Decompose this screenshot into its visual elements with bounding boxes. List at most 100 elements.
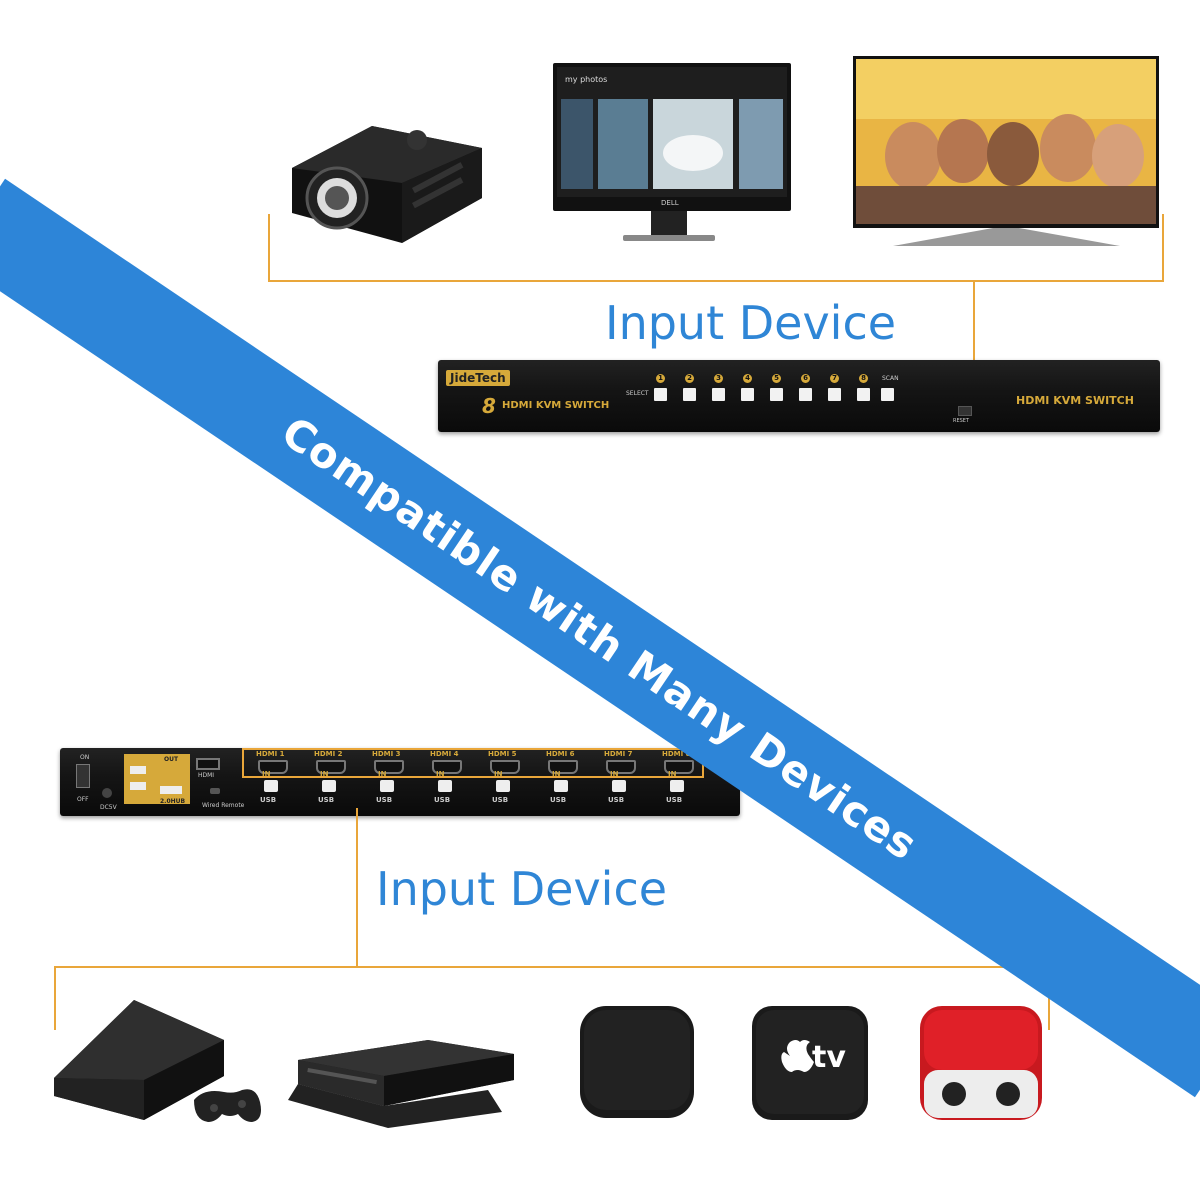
usb-label-1: USB (260, 796, 277, 804)
dc-port[interactable] (102, 788, 112, 798)
usb-port-1[interactable] (264, 780, 278, 792)
hdmi-label-6: HDMI 6 (546, 750, 575, 758)
port-number-3: 3 (714, 374, 723, 383)
apple-tv-logo-text: tv (812, 1040, 846, 1075)
hdmi-label-2: HDMI 2 (314, 750, 343, 758)
wired-remote-label: Wired Remote (202, 802, 245, 809)
output-hdmi-port[interactable] (196, 758, 220, 770)
usb-label-8: USB (666, 796, 683, 804)
top-input-device-label: Input Device (605, 296, 897, 350)
port-cell-7: HDMI 7 IN USB (592, 750, 648, 805)
usb-port-7[interactable] (612, 780, 626, 792)
port-cell-1: HDMI 1 IN USB (244, 750, 300, 805)
set-top-box-image (288, 1040, 516, 1130)
media-box-image (578, 1004, 696, 1122)
in-label-5: IN (494, 770, 503, 778)
wired-remote-port[interactable] (210, 788, 220, 794)
port-number-4: 4 (743, 374, 752, 383)
hdmi-port-1[interactable] (258, 760, 288, 774)
port-button-2[interactable] (683, 388, 696, 401)
in-label-6: IN (552, 770, 561, 778)
port-button-7[interactable] (828, 388, 841, 401)
port-button-8[interactable] (857, 388, 870, 401)
output-hdmi-label: HDMI (198, 772, 215, 779)
reset-label: RESET (953, 418, 970, 424)
usb-hub-port-3[interactable] (160, 786, 182, 794)
apple-tv-image: tv (750, 1004, 870, 1122)
power-off-label: OFF (77, 796, 89, 803)
out-label: OUT (164, 756, 179, 763)
usb-port-8[interactable] (670, 780, 684, 792)
port-button-1[interactable] (654, 388, 667, 401)
hdmi-port-8[interactable] (664, 760, 694, 774)
port-cell-3: HDMI 3 IN USB (360, 750, 416, 805)
hdmi-label-5: HDMI 5 (488, 750, 517, 758)
monitor-brand: DELL (661, 199, 679, 207)
usb-port-2[interactable] (322, 780, 336, 792)
kvm-front-panel: JideTech 8 HDMI KVM SWITCH SELECT 1 2 3 … (438, 360, 1160, 432)
kvm-back-panel: ON OFF DC5V OUT 2.0HUB HDMI Wired Remote… (60, 748, 740, 816)
usb-label-7: USB (608, 796, 625, 804)
in-label-2: IN (320, 770, 329, 778)
scan-label: SCAN (882, 375, 899, 382)
port-button-4[interactable] (741, 388, 754, 401)
hdmi-port-4[interactable] (432, 760, 462, 774)
dc-label: DC5V (100, 804, 117, 811)
power-switch[interactable] (76, 764, 90, 788)
bottom-input-device-label: Input Device (376, 862, 668, 916)
hdmi-label-8: HDMI 8 (662, 750, 691, 758)
port-cell-6: HDMI 6 IN USB (534, 750, 590, 805)
hdmi-port-3[interactable] (374, 760, 404, 774)
port-cell-2: HDMI 2 IN USB (302, 750, 358, 805)
usb-hub-port-2[interactable] (130, 782, 146, 790)
monitor-screen-title: my photos (565, 75, 608, 84)
port-button-3[interactable] (712, 388, 725, 401)
monitor-image: my photos DELL (553, 63, 793, 243)
usb-label-3: USB (376, 796, 393, 804)
hub-label: 2.0HUB (160, 798, 186, 805)
port-number-8: 8 (859, 374, 868, 383)
kvm-title-right: HDMI KVM SWITCH (1016, 394, 1134, 407)
kvm-model-number: 8 (482, 394, 496, 418)
hdmi-port-6[interactable] (548, 760, 578, 774)
scan-button[interactable] (881, 388, 894, 401)
kvm-select-label: SELECT (626, 390, 649, 397)
top-connector-line (973, 280, 975, 360)
usb-port-4[interactable] (438, 780, 452, 792)
hdmi-label-3: HDMI 3 (372, 750, 401, 758)
usb-label-5: USB (492, 796, 509, 804)
port-cell-5: HDMI 5 IN USB (476, 750, 532, 805)
in-label-8: IN (668, 770, 677, 778)
kvm-brand: JideTech (446, 370, 510, 386)
usb-port-6[interactable] (554, 780, 568, 792)
port-number-6: 6 (801, 374, 810, 383)
port-number-2: 2 (685, 374, 694, 383)
projector-image (282, 108, 492, 248)
hdmi-label-7: HDMI 7 (604, 750, 633, 758)
hdmi-port-5[interactable] (490, 760, 520, 774)
port-number-5: 5 (772, 374, 781, 383)
red-media-box-image (918, 1004, 1044, 1122)
usb-port-3[interactable] (380, 780, 394, 792)
port-number-1: 1 (656, 374, 665, 383)
in-label-4: IN (436, 770, 445, 778)
in-label-3: IN (378, 770, 387, 778)
usb-hub-panel (124, 754, 190, 804)
port-number-7: 7 (830, 374, 839, 383)
usb-hub-port-1[interactable] (130, 766, 146, 774)
port-cell-4: HDMI 4 IN USB (418, 750, 474, 805)
port-button-5[interactable] (770, 388, 783, 401)
kvm-title: HDMI KVM SWITCH (502, 400, 610, 411)
television-image (853, 56, 1160, 256)
in-label-1: IN (262, 770, 271, 778)
bottom-connector-line (356, 808, 358, 966)
game-console-image (54, 1000, 264, 1140)
reset-button[interactable] (958, 406, 972, 416)
hdmi-label-4: HDMI 4 (430, 750, 459, 758)
hdmi-port-2[interactable] (316, 760, 346, 774)
port-button-6[interactable] (799, 388, 812, 401)
hdmi-port-7[interactable] (606, 760, 636, 774)
compatibility-banner: Compatible with Many Devices (0, 178, 1200, 1098)
usb-port-5[interactable] (496, 780, 510, 792)
power-on-label: ON (80, 754, 90, 761)
